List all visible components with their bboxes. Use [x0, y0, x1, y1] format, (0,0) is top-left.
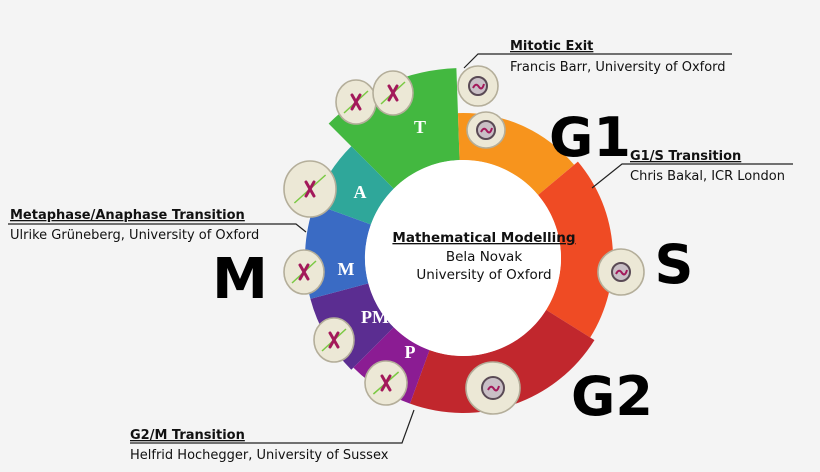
phase-label-s: S	[655, 233, 694, 296]
annotation-title-g1s: G1/S Transition	[630, 149, 741, 164]
cell-icon-telophase-2	[372, 70, 414, 116]
annotation-subtitle-g1s: Chris Bakal, ICR London	[630, 169, 785, 184]
cell-icon-g1	[466, 111, 506, 149]
phase-label-m: M	[212, 247, 268, 312]
cell-icon-telophase-1	[335, 79, 377, 125]
annotation-g1s: G1/S Transition Chris Bakal, ICR London	[591, 149, 793, 189]
phase-label-g2: G2	[571, 365, 653, 428]
annotation-g2m: G2/M Transition Helfrid Hochegger, Unive…	[130, 409, 415, 463]
leader-line-g2m	[130, 409, 415, 444]
cell-icon-prometaphase	[313, 317, 355, 363]
annotation-subtitle-metaphase: Ulrike Grüneberg, University of Oxford	[10, 228, 259, 243]
segment-label-t: T	[414, 117, 426, 137]
center-text: Mathematical Modelling Bela Novak Univer…	[392, 230, 575, 283]
leader-line-metaphase	[8, 223, 307, 233]
center-title: Mathematical Modelling	[392, 230, 575, 246]
segment-label-p: P	[405, 342, 416, 362]
segment-pm	[310, 283, 394, 370]
annotation-title-mitotic-exit: Mitotic Exit	[510, 39, 593, 54]
cell-icon-s-phase	[597, 248, 645, 296]
segment-label-pm: PM	[361, 307, 389, 327]
annotation-title-g2m: G2/M Transition	[130, 428, 245, 443]
annotation-title-metaphase: Metaphase/Anaphase Transition	[10, 208, 245, 223]
center-disc	[365, 160, 561, 356]
cell-icon-metaphase	[283, 249, 325, 295]
segment-g2	[409, 309, 595, 413]
segment-label-a: A	[354, 182, 367, 202]
cell-icon-anaphase	[283, 160, 337, 218]
cell-icon-g1-exit	[457, 65, 499, 107]
segment-label-m: M	[338, 259, 355, 279]
annotation-mitotic-exit: Mitotic Exit Francis Barr, University of…	[463, 39, 732, 75]
cell-icon-prophase	[364, 360, 408, 406]
phase-label-g1: G1	[549, 106, 631, 169]
leader-line-g1s	[591, 163, 793, 189]
annotation-subtitle-g2m: Helfrid Hochegger, University of Sussex	[130, 448, 389, 463]
cell-icon-g2	[465, 361, 521, 415]
leader-line-mitotic-exit	[463, 53, 732, 69]
annotation-metaphase-anaphase: Metaphase/Anaphase Transition Ulrike Grü…	[8, 208, 307, 243]
center-line-1: Bela Novak	[446, 249, 523, 265]
cell-icons	[283, 65, 645, 415]
segment-a	[314, 146, 394, 225]
annotation-subtitle-mitotic-exit: Francis Barr, University of Oxford	[510, 60, 726, 75]
segment-s	[538, 161, 614, 338]
center-line-2: University of Oxford	[416, 267, 551, 283]
